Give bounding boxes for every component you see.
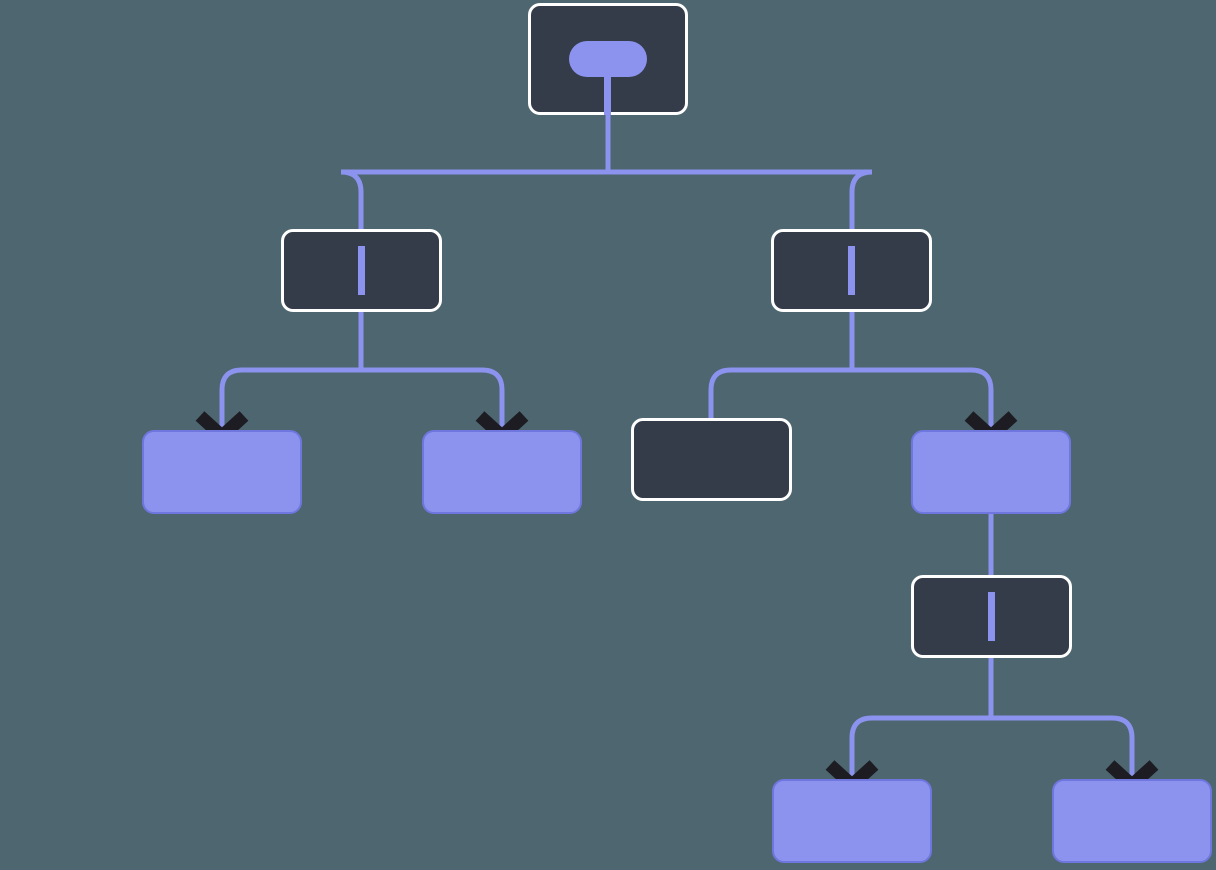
- edge-root-to-left: [340, 169, 608, 229]
- edge-left-to-leaf-1: [219, 367, 361, 430]
- leaf-node-2[interactable]: [422, 430, 582, 514]
- edge-lower-to-leaf-4: [991, 715, 1135, 779]
- branch-node-left-bar-marker: [358, 246, 365, 295]
- leaf-node-3[interactable]: [772, 779, 932, 863]
- edge-root-to-right: [608, 169, 873, 229]
- edge-right-to-empty: [708, 367, 852, 418]
- intermediate-node[interactable]: [911, 430, 1071, 514]
- edge-right-to-mid: [852, 367, 994, 430]
- leaf-node-1[interactable]: [142, 430, 302, 514]
- leaf-node-4[interactable]: [1052, 779, 1212, 863]
- edge-left-to-leaf-2: [361, 367, 505, 430]
- empty-node[interactable]: [631, 418, 792, 501]
- edge-lower-to-leaf-3: [849, 715, 991, 779]
- root-node-pill-marker: [569, 41, 647, 77]
- root-node-stem: [604, 77, 611, 115]
- branch-node-lower-bar-marker: [988, 592, 995, 641]
- branch-node-right-bar-marker: [848, 246, 855, 295]
